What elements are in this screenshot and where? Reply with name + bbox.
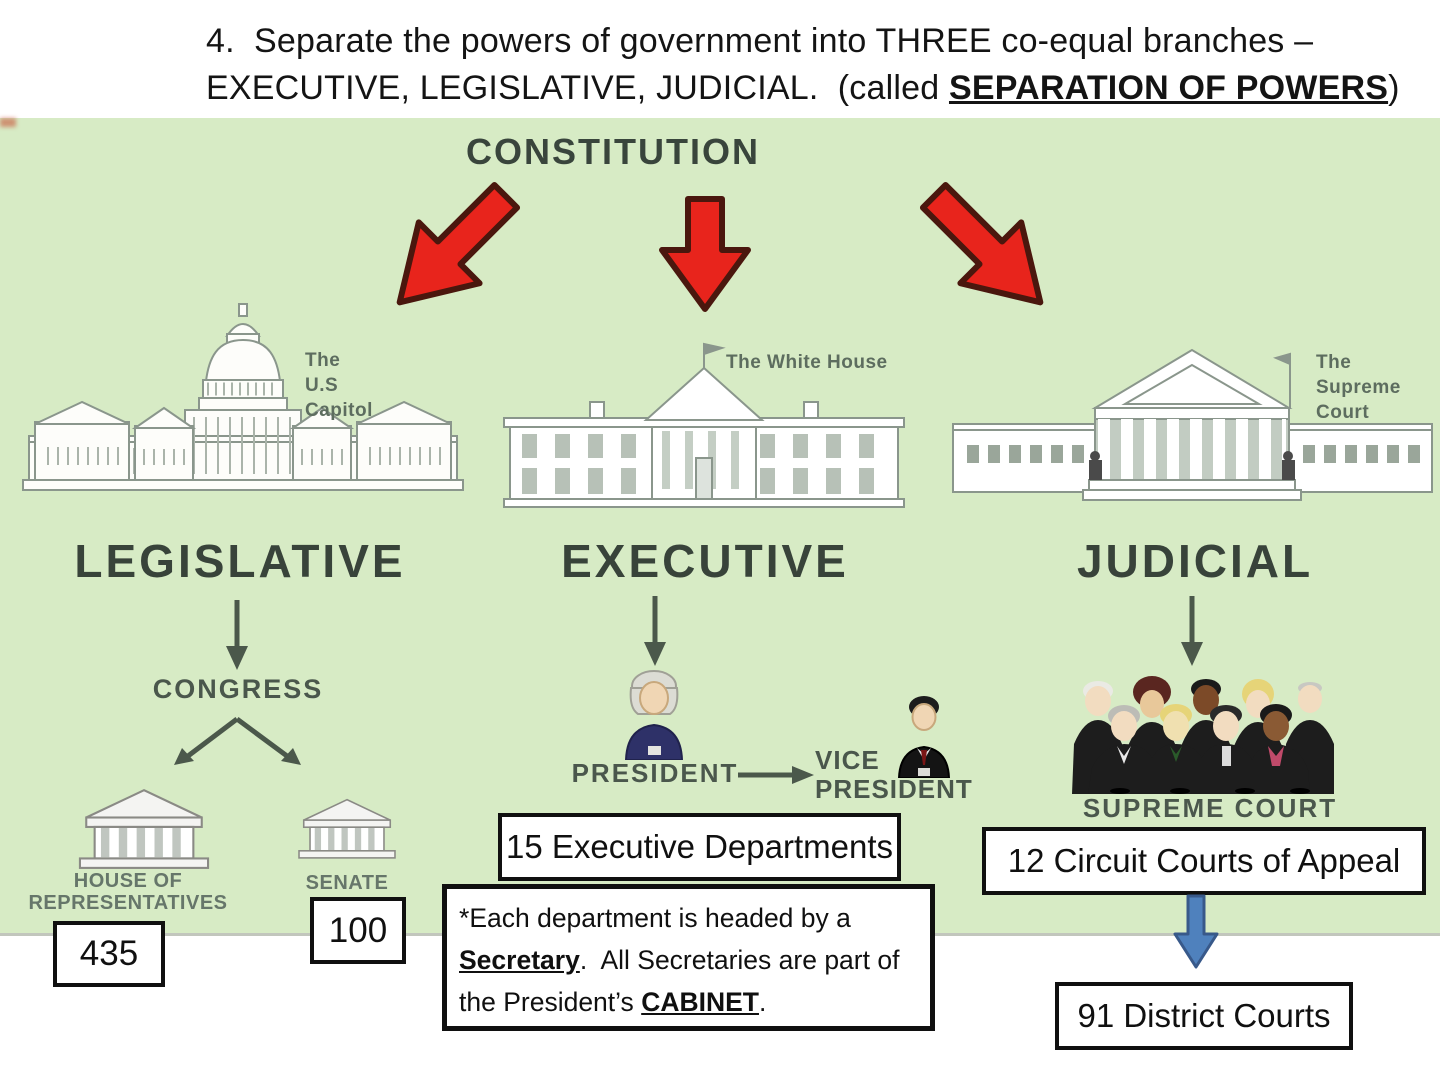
district-courts-box: 91 District Courts xyxy=(1055,982,1353,1050)
congress-label: CONGRESS xyxy=(152,674,324,704)
executive-label: EXECUTIVE xyxy=(561,535,849,587)
cabinet-emphasis: CABINET xyxy=(641,987,759,1017)
right-arrow-icon xyxy=(738,766,814,784)
house-building-illustration xyxy=(78,789,210,869)
senate-building-illustration xyxy=(298,798,396,859)
constitution-title: CONSTITUTION xyxy=(466,131,760,172)
president-figure xyxy=(624,670,684,760)
judicial-label: JUDICIAL xyxy=(1076,535,1314,587)
vice-president-figure xyxy=(897,696,951,778)
white-house-caption: The White House xyxy=(726,352,888,373)
down-arrow-executive-icon xyxy=(644,596,666,666)
header-line-2-prefix: EXECUTIVE, LEGISLATIVE, JUDICIAL. (calle… xyxy=(206,69,949,107)
white-house-illustration xyxy=(503,342,905,508)
vice-president-label: VICE PRESIDENT xyxy=(815,745,973,804)
header-line-1: 4. Separate the powers of government int… xyxy=(206,22,1314,60)
red-arrow-left-icon xyxy=(396,181,521,306)
separation-of-powers-emphasis: SEPARATION OF POWERS xyxy=(948,69,1389,107)
down-arrow-judicial-icon xyxy=(1181,596,1203,666)
supreme-court-caption: The Supreme Court xyxy=(1316,352,1401,423)
red-arrow-center-icon xyxy=(659,196,751,312)
header-line-2-suffix: ) xyxy=(1388,69,1400,107)
red-artifact-smudge xyxy=(0,118,16,127)
senate-label: SENATE xyxy=(305,872,389,894)
us-capitol-illustration xyxy=(22,303,464,491)
legislative-label: LEGISLATIVE xyxy=(74,535,406,587)
circuit-courts-box: 12 Circuit Courts of Appeal xyxy=(982,827,1426,895)
house-count-box: 435 xyxy=(53,921,165,987)
supreme-court-building-illustration xyxy=(952,348,1433,501)
red-arrow-right-icon xyxy=(919,181,1044,306)
senate-count-box: 100 xyxy=(310,897,406,964)
capitol-caption: The U.S Capitol xyxy=(305,350,373,421)
supreme-court-justices-figure xyxy=(1072,676,1334,794)
cabinet-note-box: *Each department is headed by a Secretar… xyxy=(442,884,935,1031)
president-label: PRESIDENT xyxy=(571,758,739,788)
executive-departments-box: 15 Executive Departments xyxy=(498,813,901,881)
house-label: HOUSE OF REPRESENTATIVES xyxy=(28,870,228,914)
split-arrows-icon xyxy=(174,716,301,765)
blue-down-arrow-icon xyxy=(1173,894,1219,969)
header-line-2: EXECUTIVE, LEGISLATIVE, JUDICIAL. (calle… xyxy=(206,69,1400,108)
supreme-court-label: SUPREME COURT xyxy=(1082,793,1338,823)
down-arrow-legislative-icon xyxy=(226,600,248,670)
secretary-emphasis: Secretary xyxy=(459,945,580,975)
